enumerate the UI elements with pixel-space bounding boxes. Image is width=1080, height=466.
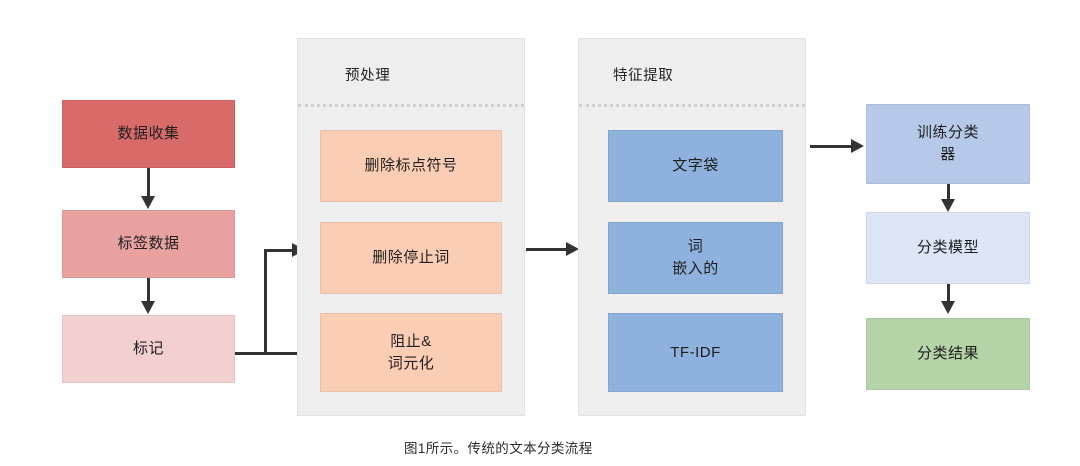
node-remove-stopwords: 删除停止词 xyxy=(320,222,502,294)
arrow-labeled-data-to-tokenize-head xyxy=(141,301,155,314)
arrow-labeled-data-to-tokenize-line xyxy=(147,278,150,302)
arrow-preprocessing-to-feature-extraction-head xyxy=(566,242,579,256)
node-stemming-lemmatization: 阻止& 词元化 xyxy=(320,313,502,392)
arrow-tokenize-to-preprocessing-seg3 xyxy=(264,249,294,252)
node-label: 删除标点符号 xyxy=(364,157,458,175)
arrow-data-collection-to-labeled-data-line xyxy=(147,168,150,197)
node-classification-result: 分类结果 xyxy=(866,318,1030,390)
node-word-embeddings: 词 嵌入的 xyxy=(608,222,783,294)
arrow-model-to-result-head xyxy=(941,301,955,314)
node-label: 分类结果 xyxy=(916,345,979,363)
node-remove-punctuation: 删除标点符号 xyxy=(320,130,502,202)
node-label: 删除停止词 xyxy=(372,249,450,267)
node-data-collection: 数据收集 xyxy=(62,100,235,168)
node-label: 训练分类 器 xyxy=(916,124,979,163)
node-tokenize: 标记 xyxy=(62,315,235,383)
node-classification-model: 分类模型 xyxy=(866,212,1030,284)
figure-caption: 图1所示。传统的文本分类流程 xyxy=(404,441,593,456)
node-label: 文字袋 xyxy=(672,157,719,175)
feature-extraction-group-title: 特征提取 xyxy=(613,68,674,84)
preprocessing-group-separator xyxy=(298,104,524,107)
node-label: TF-IDF xyxy=(670,343,721,361)
node-label: 分类模型 xyxy=(916,239,979,257)
node-label: 数据收集 xyxy=(117,125,180,143)
arrow-feature-extraction-to-train-classifier-line xyxy=(810,145,853,148)
arrow-model-to-result-line xyxy=(947,284,950,302)
node-labeled-data: 标签数据 xyxy=(62,210,235,278)
preprocessing-group-title: 预处理 xyxy=(345,68,391,84)
arrow-tokenize-to-preprocessing-seg2 xyxy=(264,250,267,354)
node-label: 标记 xyxy=(132,340,164,358)
node-label: 词 嵌入的 xyxy=(672,238,719,277)
node-label: 阻止& 词元化 xyxy=(387,332,435,372)
arrow-data-collection-to-labeled-data-head xyxy=(141,196,155,209)
arrow-preprocessing-to-feature-extraction-line xyxy=(526,248,569,251)
node-bag-of-words: 文字袋 xyxy=(608,130,783,202)
node-train-classifier: 训练分类 器 xyxy=(866,104,1030,184)
arrow-tokenize-to-preprocessing-seg1 xyxy=(235,352,301,355)
arrow-train-classifier-to-model-line xyxy=(947,184,950,200)
node-tf-idf: TF-IDF xyxy=(608,313,783,392)
arrow-feature-extraction-to-train-classifier-head xyxy=(851,139,864,153)
node-label: 标签数据 xyxy=(117,235,180,253)
arrow-train-classifier-to-model-head xyxy=(941,199,955,212)
feature-extraction-group-separator xyxy=(579,104,805,107)
